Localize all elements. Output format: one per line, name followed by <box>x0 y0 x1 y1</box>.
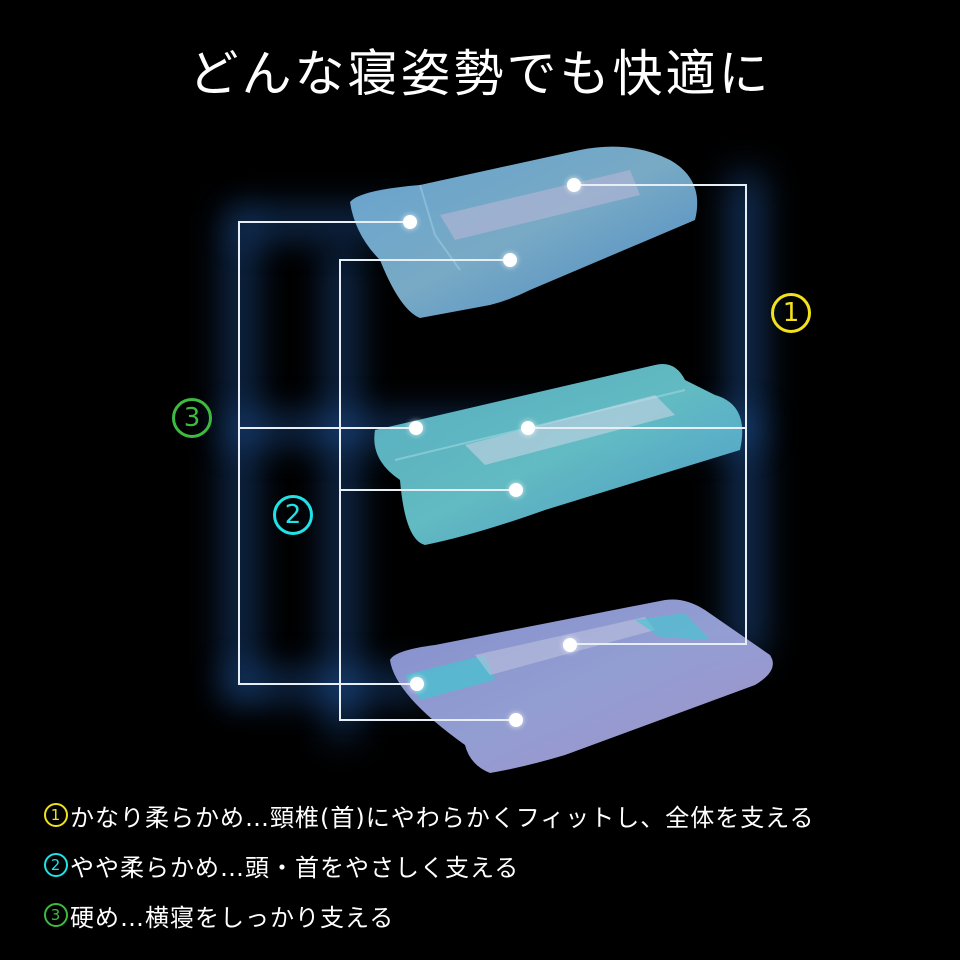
glow-bracket-2 <box>330 250 354 735</box>
leader-line-2-middle <box>339 489 516 491</box>
marker-dot <box>410 677 424 691</box>
legend-text-2: やや柔らかめ…頭・首をやさしく支える <box>70 853 520 882</box>
badge-1-icon: 1 <box>771 293 811 333</box>
leader-line-2-bottom <box>339 719 516 721</box>
legend-item-1: 1 かなり柔らかめ…頸椎(首)にやわらかくフィットし、全体を支える <box>44 790 815 840</box>
marker-dot <box>563 638 577 652</box>
legend-badge-1-icon: 1 <box>44 803 68 827</box>
bracket-3-vertical <box>238 221 240 685</box>
leader-line-1-bottom <box>570 643 747 645</box>
leader-line-3-middle <box>238 427 416 429</box>
legend-badge-3-icon: 3 <box>44 903 68 927</box>
badge-3-icon: 3 <box>172 398 212 438</box>
marker-dot <box>567 178 581 192</box>
leader-line-3-top <box>238 221 410 223</box>
marker-dot <box>503 253 517 267</box>
badge-3-number: 3 <box>183 403 201 433</box>
page-title: どんな寝姿勢でも快適に <box>188 45 772 103</box>
legend-badge-2-icon: 2 <box>44 853 68 877</box>
marker-dot <box>409 421 423 435</box>
marker-dot <box>403 215 417 229</box>
leader-line-2-top <box>339 259 510 261</box>
badge-2-icon: 2 <box>273 495 313 535</box>
pillow-middle <box>374 364 743 545</box>
marker-dot <box>521 421 535 435</box>
leader-line-3-bottom <box>238 683 417 685</box>
pillow-bottom <box>390 599 773 773</box>
pillow-diagram: 1 2 3 <box>172 146 811 773</box>
leader-line-1-middle <box>528 427 747 429</box>
pillow-top <box>350 146 698 318</box>
badge-2-number: 2 <box>284 500 302 530</box>
leader-line-1-top <box>574 184 747 186</box>
glow-bracket-3 <box>228 212 252 697</box>
bracket-1-vertical <box>745 184 747 644</box>
marker-dot <box>509 483 523 497</box>
glow-bottom-line <box>228 674 428 696</box>
legend-text-1: かなり柔らかめ…頸椎(首)にやわらかくフィットし、全体を支える <box>70 803 815 832</box>
legend-item-2: 2 やや柔らかめ…頭・首をやさしく支える <box>44 840 815 890</box>
marker-dot <box>509 713 523 727</box>
legend-text-3: 硬め…横寝をしっかり支える <box>70 903 395 932</box>
legend-item-3: 3 硬め…横寝をしっかり支える <box>44 890 815 940</box>
legend: 1 かなり柔らかめ…頸椎(首)にやわらかくフィットし、全体を支える 2 やや柔ら… <box>44 790 815 940</box>
badge-1-number: 1 <box>782 298 800 328</box>
